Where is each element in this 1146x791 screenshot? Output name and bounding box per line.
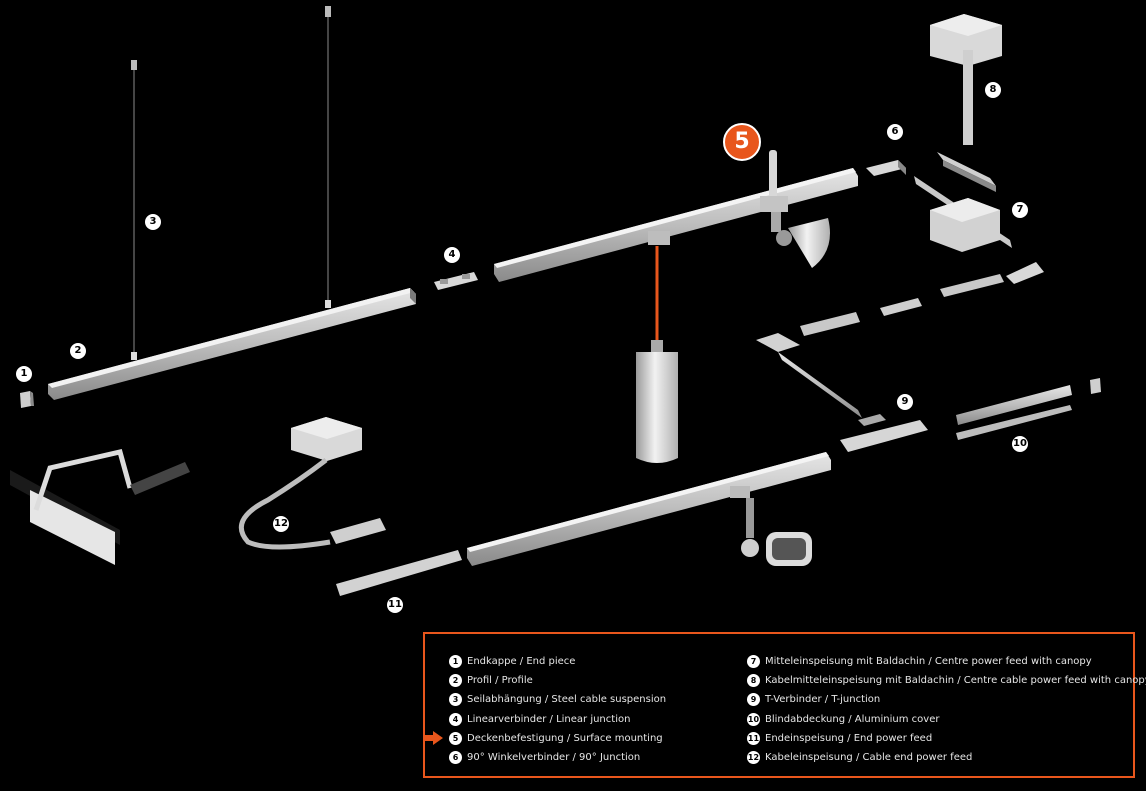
end-power-feed-track bbox=[336, 452, 831, 596]
legend-number: 1 bbox=[449, 655, 462, 669]
callout-4: 4 bbox=[444, 247, 460, 263]
angle-junction-and-centre-feed bbox=[800, 160, 1044, 336]
legend-number: 9 bbox=[747, 693, 760, 707]
callout-5: 5 bbox=[723, 123, 761, 161]
legend-column-right: 7 Mitteleinspeisung mit Baldachin / Centr… bbox=[747, 652, 1146, 767]
legend-number: 6 bbox=[449, 751, 462, 765]
saw-cutting-rail bbox=[10, 449, 190, 565]
legend-text: Endkappe / End piece bbox=[467, 656, 576, 668]
legend-text: Profil / Profile bbox=[467, 675, 533, 687]
legend-item: 9 T-Verbinder / T-junction bbox=[747, 690, 1146, 709]
legend-number: 12 bbox=[747, 751, 760, 765]
legend-number: 5 bbox=[449, 731, 462, 745]
legend-item: 10 Blindabdeckung / Aluminium cover bbox=[747, 710, 1146, 729]
legend-text: Seilabhängung / Steel cable suspension bbox=[467, 694, 667, 706]
legend-text: Blindabdeckung / Aluminium cover bbox=[765, 713, 940, 725]
legend-item: 11 Endeinspeisung / End power feed bbox=[747, 729, 1146, 748]
legend-text: Deckenbefestigung / Surface mounting bbox=[467, 732, 663, 744]
callout-9: 9 bbox=[897, 394, 913, 410]
cable-end-power-feed bbox=[238, 417, 386, 550]
legend-item: 8 Kabelmitteleinspeisung mit Baldachin / … bbox=[747, 671, 1146, 690]
legend-number: 10 bbox=[747, 712, 760, 726]
surface-mounted-track bbox=[494, 150, 858, 463]
legend-text: Kabelmitteleinspeisung mit Baldachin / C… bbox=[765, 675, 1146, 687]
callout-10: 10 bbox=[1012, 436, 1028, 452]
legend-item: 3 Seilabhängung / Steel cable suspension bbox=[449, 690, 666, 709]
centre-cable-power-feed-with-canopy bbox=[930, 14, 1002, 192]
steel-cable-suspension bbox=[131, 6, 331, 360]
legend-text: 90° Winkelverbinder / 90° Junction bbox=[467, 752, 641, 764]
callout-1: 1 bbox=[16, 366, 32, 382]
callout-3: 3 bbox=[145, 214, 161, 230]
legend-text: Endeinspeisung / End power feed bbox=[765, 732, 933, 744]
legend-text: T-Verbinder / T-junction bbox=[765, 694, 881, 706]
legend-item: 4 Linearverbinder / Linear junction bbox=[449, 710, 666, 729]
legend-number: 4 bbox=[449, 712, 462, 726]
legend-number: 11 bbox=[747, 731, 760, 745]
legend-item: 1 Endkappe / End piece bbox=[449, 652, 666, 671]
end-piece bbox=[20, 391, 34, 408]
callout-11: 11 bbox=[387, 597, 403, 613]
legend-item: 5 Deckenbefestigung / Surface mounting bbox=[449, 729, 666, 748]
legend-text: Mitteleinspeisung mit Baldachin / Centre… bbox=[765, 656, 1092, 668]
legend-item: 7 Mitteleinspeisung mit Baldachin / Centr… bbox=[747, 652, 1146, 671]
legend-item: 12 Kabeleinspeisung / Cable end power fee… bbox=[747, 748, 1146, 767]
legend-number: 3 bbox=[449, 693, 462, 707]
legend-item: 2 Profil / Profile bbox=[449, 671, 666, 690]
callout-12: 12 bbox=[273, 516, 289, 532]
right-arrow-icon bbox=[423, 731, 443, 745]
legend-number: 7 bbox=[747, 655, 760, 669]
profile-rail bbox=[48, 288, 416, 400]
legend-text: Linearverbinder / Linear junction bbox=[467, 713, 631, 725]
t-junction-assembly bbox=[756, 333, 1101, 452]
callout-6: 6 bbox=[887, 124, 903, 140]
callout-7: 7 bbox=[1012, 202, 1028, 218]
legend-item: 6 90° Winkelverbinder / 90° Junction bbox=[449, 748, 666, 767]
callout-2: 2 bbox=[70, 343, 86, 359]
callout-8: 8 bbox=[985, 82, 1001, 98]
legend-text: Kabeleinspeisung / Cable end power feed bbox=[765, 752, 973, 764]
linear-junction bbox=[434, 272, 478, 290]
legend-number: 8 bbox=[747, 674, 760, 688]
legend-number: 2 bbox=[449, 674, 462, 688]
